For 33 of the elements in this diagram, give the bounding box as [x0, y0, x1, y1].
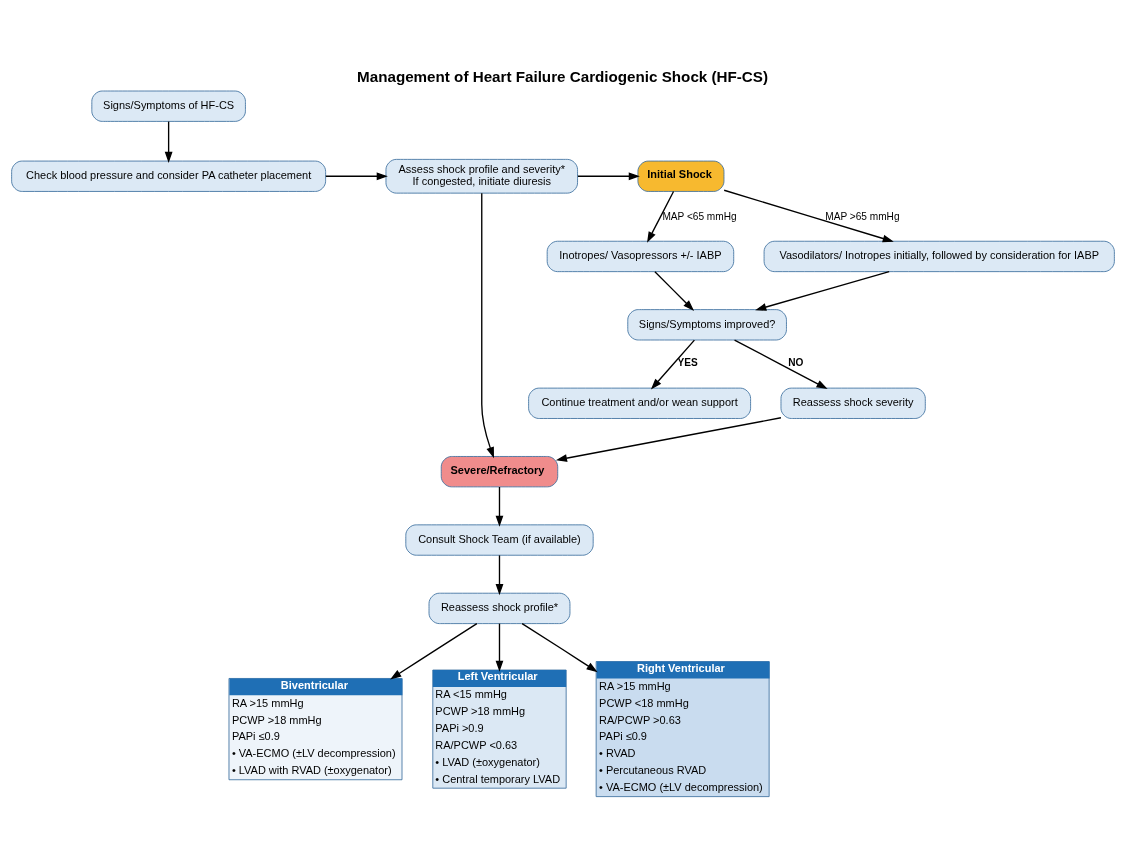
arrow [495, 485, 504, 527]
node-box: Initial Shock [637, 160, 725, 192]
arrow [164, 120, 173, 163]
arrow [325, 171, 388, 180]
node-box: Inotropes/ Vasopressors +/- IABP [546, 240, 735, 272]
arrow [577, 171, 640, 180]
arrow [481, 192, 494, 458]
diagram-title: Management of Heart Failure Cardiogenic Shock (HF-CS) [357, 67, 769, 85]
arrow [723, 189, 894, 242]
node-box: Signs/Symptoms of HF-CS [91, 90, 246, 122]
edge-label: MAP >65 mmHg [825, 210, 900, 222]
arrow [647, 190, 675, 243]
node-box: Reassess shock severity [780, 387, 926, 419]
arrow [555, 416, 782, 462]
arrow [654, 270, 695, 311]
node-box: Continue treatment and/or wean support [528, 387, 751, 419]
node-box: Severe/Refractory [440, 455, 559, 487]
node-box: Vasodilators/ Inotropes initially, followed by consideration for IABP [763, 240, 1115, 272]
node-box: Consult Shock Team (if available) [405, 523, 594, 556]
edge-label: NO [788, 356, 804, 368]
arrow [755, 270, 890, 311]
arrow [495, 622, 504, 672]
edge-label: YES [677, 356, 698, 368]
node-box: Reassess shock profile* [428, 592, 571, 624]
arrow [733, 338, 828, 389]
edge-label: MAP <65 mmHg [662, 210, 737, 222]
node-box: Assess shock profile and severity* If congested, initiate diuresis [385, 158, 578, 194]
arrow [521, 622, 598, 672]
arrow [495, 554, 504, 595]
arrow [390, 622, 478, 679]
arrow [650, 338, 696, 390]
node-box: Signs/Symptoms improved? [627, 308, 787, 340]
node-box: Check blood pressure and consider PA catheter placement [11, 160, 327, 192]
